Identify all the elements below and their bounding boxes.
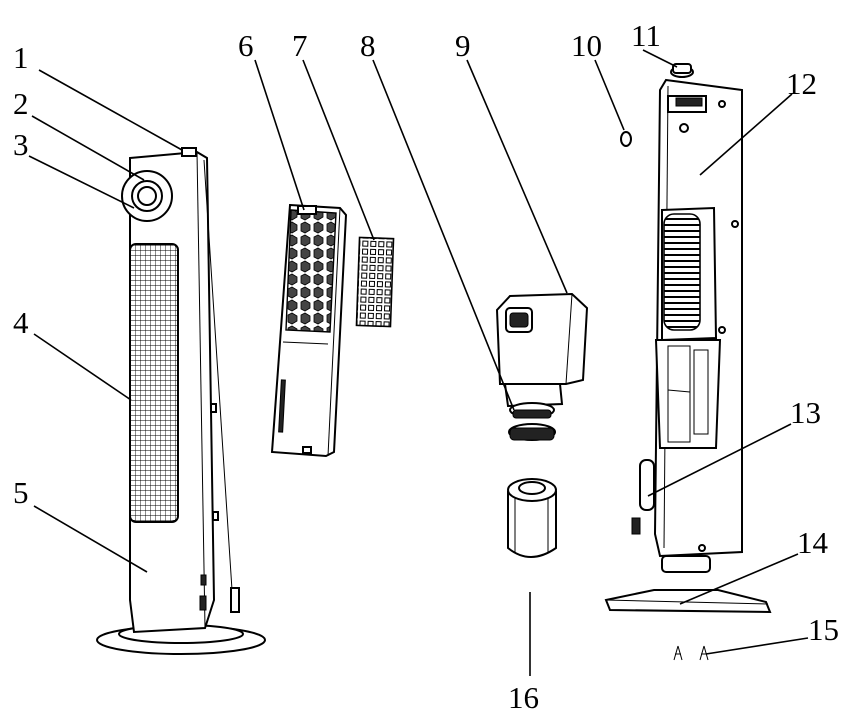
cylinder (507, 478, 557, 558)
front-cover-panel (270, 203, 348, 458)
callout-8: 8 (360, 28, 376, 63)
callout-12: 12 (786, 66, 817, 101)
tower-assembled (96, 147, 266, 655)
callout-14: 14 (797, 525, 829, 560)
filter-mesh (355, 236, 395, 328)
leader-lines (28, 49, 809, 676)
callout-labels: 1 2 3 4 5 6 7 8 9 10 11 12 13 14 15 16 (13, 18, 839, 715)
callout-1: 1 (13, 40, 29, 75)
top-knob (181, 147, 197, 157)
rear-chassis (631, 78, 743, 573)
top-cap (670, 63, 694, 78)
callout-11: 11 (631, 18, 661, 53)
callout-13: 13 (790, 395, 821, 430)
motor-assembly (495, 292, 589, 441)
callout-15: 15 (808, 612, 839, 647)
callout-7: 7 (292, 28, 308, 63)
callout-16: 16 (508, 680, 539, 715)
callout-5: 5 (13, 475, 29, 510)
small-plug (620, 131, 632, 147)
callout-3: 3 (13, 127, 29, 162)
screws (673, 645, 709, 661)
callout-2: 2 (13, 86, 29, 121)
callout-4: 4 (13, 305, 29, 340)
callout-9: 9 (455, 28, 471, 63)
callout-6: 6 (238, 28, 254, 63)
front-grille (129, 243, 179, 523)
callout-10: 10 (571, 28, 602, 63)
